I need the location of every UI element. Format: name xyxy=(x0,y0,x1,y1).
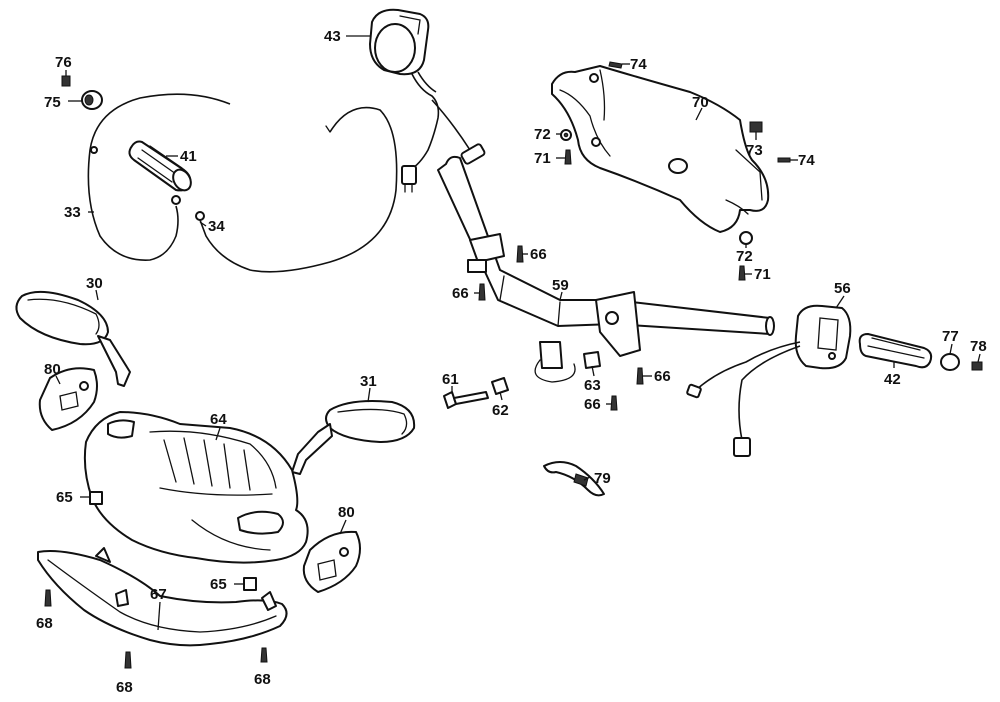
washer-72-top xyxy=(560,129,572,141)
throttle-grip-41 xyxy=(128,140,192,192)
rear-cover-70 xyxy=(551,65,770,233)
bolt-73 xyxy=(749,121,763,139)
screw-68-c xyxy=(260,647,268,663)
label-77: 77 xyxy=(942,328,959,345)
bar-end-77 xyxy=(940,353,960,371)
label-68-a: 68 xyxy=(36,615,53,632)
grip-42 xyxy=(858,333,933,369)
label-76: 76 xyxy=(55,54,72,71)
leader-lines xyxy=(55,35,981,631)
label-71-bottom: 71 xyxy=(754,266,771,283)
switch-housing-43 xyxy=(369,8,486,193)
collar-62 xyxy=(491,377,509,395)
label-66-d: 66 xyxy=(584,396,601,413)
screw-68-b xyxy=(124,651,132,669)
label-71-top: 71 xyxy=(534,150,551,167)
screw-66-c xyxy=(636,367,644,385)
label-56: 56 xyxy=(834,280,851,297)
screw-76 xyxy=(61,75,71,87)
label-42: 42 xyxy=(884,371,901,388)
switch-housing-56 xyxy=(686,304,852,457)
label-78: 78 xyxy=(970,338,987,355)
brake-cable-34 xyxy=(195,106,398,273)
nut-63 xyxy=(583,351,601,369)
label-62: 62 xyxy=(492,402,509,419)
label-65-b: 65 xyxy=(210,576,227,593)
part-labels: 43 74 76 75 70 72 41 73 71 74 33 34 66 7… xyxy=(36,28,987,696)
clip-65-a xyxy=(89,491,103,505)
label-74-right: 74 xyxy=(798,152,815,169)
label-66-a: 66 xyxy=(530,246,547,263)
bolt-61 xyxy=(443,391,489,409)
front-cover-64 xyxy=(83,411,309,564)
label-75: 75 xyxy=(44,94,61,111)
screw-66-a xyxy=(516,245,524,263)
mirror-31 xyxy=(291,400,416,475)
label-66-b: 66 xyxy=(452,285,469,302)
label-74-top: 74 xyxy=(630,56,647,73)
label-68-b: 68 xyxy=(116,679,133,696)
screw-74-top xyxy=(608,61,623,69)
label-80-left: 80 xyxy=(44,361,61,378)
gasket-80-right xyxy=(302,530,361,593)
washer-72-bottom xyxy=(739,231,753,245)
lower-cover-67 xyxy=(37,547,288,647)
label-72-bottom: 72 xyxy=(736,248,753,265)
screw-71-bottom xyxy=(738,265,746,281)
label-33: 33 xyxy=(64,204,81,221)
label-80-right: 80 xyxy=(338,504,355,521)
label-41: 41 xyxy=(180,148,197,165)
label-67: 67 xyxy=(150,586,167,603)
handlebar-59 xyxy=(437,155,775,383)
bar-end-75 xyxy=(81,90,103,110)
label-72-top: 72 xyxy=(534,126,551,143)
label-34: 34 xyxy=(208,218,225,235)
screw-71-top xyxy=(564,149,572,165)
screw-66-d xyxy=(610,395,618,411)
screw-68-a xyxy=(44,589,52,607)
label-30: 30 xyxy=(86,275,103,292)
mirror-30 xyxy=(15,290,131,387)
label-68-c: 68 xyxy=(254,671,271,688)
label-65-a: 65 xyxy=(56,489,73,506)
label-79: 79 xyxy=(594,470,611,487)
cable-tie-79 xyxy=(543,461,605,497)
label-61: 61 xyxy=(442,371,459,388)
label-66-c: 66 xyxy=(654,368,671,385)
throttle-cable-33 xyxy=(87,93,231,261)
label-73: 73 xyxy=(746,142,763,159)
label-64: 64 xyxy=(210,411,227,428)
label-59: 59 xyxy=(552,277,569,294)
screw-78 xyxy=(971,361,983,371)
label-43: 43 xyxy=(324,28,341,45)
gasket-80-left xyxy=(38,367,98,431)
screw-74-right xyxy=(777,157,791,163)
clip-65-b xyxy=(243,577,257,591)
label-70: 70 xyxy=(692,94,709,111)
label-63: 63 xyxy=(584,377,601,394)
screw-66-b xyxy=(478,283,486,301)
label-31: 31 xyxy=(360,373,377,390)
